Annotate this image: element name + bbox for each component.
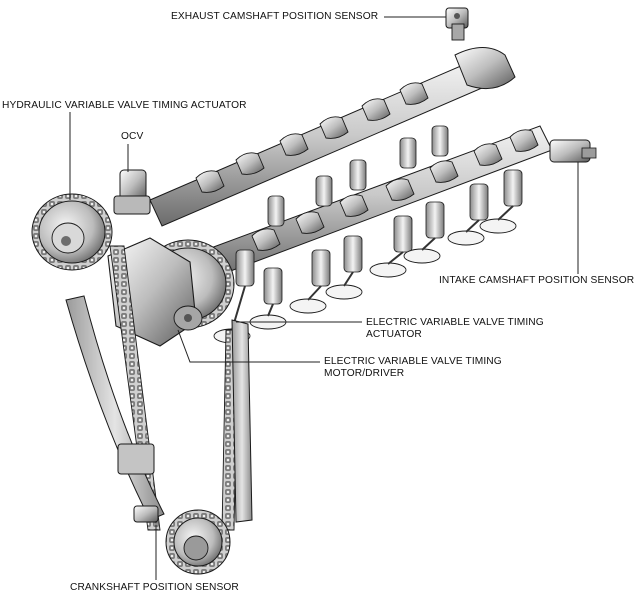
leader-lines [69, 16, 579, 580]
label-crankshaft-position-sensor: CRANKSHAFT POSITION SENSOR [70, 582, 239, 593]
label-electric-vvt-actuator-line2: ACTUATOR [366, 329, 422, 340]
label-ocv: OCV [121, 131, 144, 142]
intake-camshaft-position-sensor [549, 139, 597, 163]
crankshaft-sprocket [165, 509, 231, 575]
label-intake-camshaft-position-sensor: INTAKE CAMSHAFT POSITION SENSOR [439, 275, 635, 286]
valve-heads [213, 218, 517, 344]
label-electric-vvt-motor-line1: ELECTRIC VARIABLE VALVE TIMING [324, 356, 502, 367]
chain-guides [65, 295, 253, 523]
valve-springs [235, 125, 523, 305]
crankshaft-position-sensor [133, 505, 159, 523]
label-electric-vvt-actuator-line1: ELECTRIC VARIABLE VALVE TIMING [366, 317, 544, 328]
exhaust-camshaft-position-sensor [445, 7, 469, 41]
label-hydraulic-vvt-actuator: HYDRAULIC VARIABLE VALVE TIMING ACTUATOR [2, 100, 247, 111]
intake-camshaft [199, 125, 553, 279]
label-electric-vvt-motor-line2: MOTOR/DRIVER [324, 368, 405, 379]
ocv [113, 169, 151, 215]
label-exhaust-camshaft-position-sensor: EXHAUST CAMSHAFT POSITION SENSOR [171, 11, 379, 22]
hydraulic-vvt-actuator [31, 193, 113, 271]
exhaust-camshaft [149, 47, 516, 227]
leader-evvt-motor [177, 329, 320, 363]
